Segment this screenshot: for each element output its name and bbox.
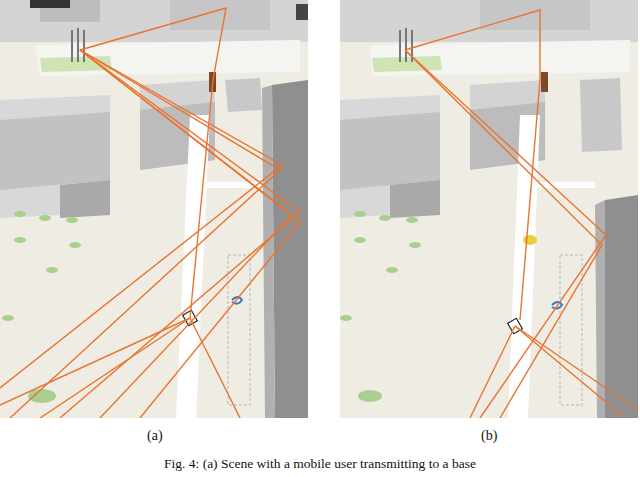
scene-panel-a: [0, 0, 308, 418]
subfigure-label: (a): [147, 428, 163, 444]
figure-caption: Fig. 4: (a) Scene with a mobile user tra…: [164, 456, 476, 472]
subfigure-label: (b): [481, 428, 497, 444]
scene-panel-b: [340, 0, 638, 418]
